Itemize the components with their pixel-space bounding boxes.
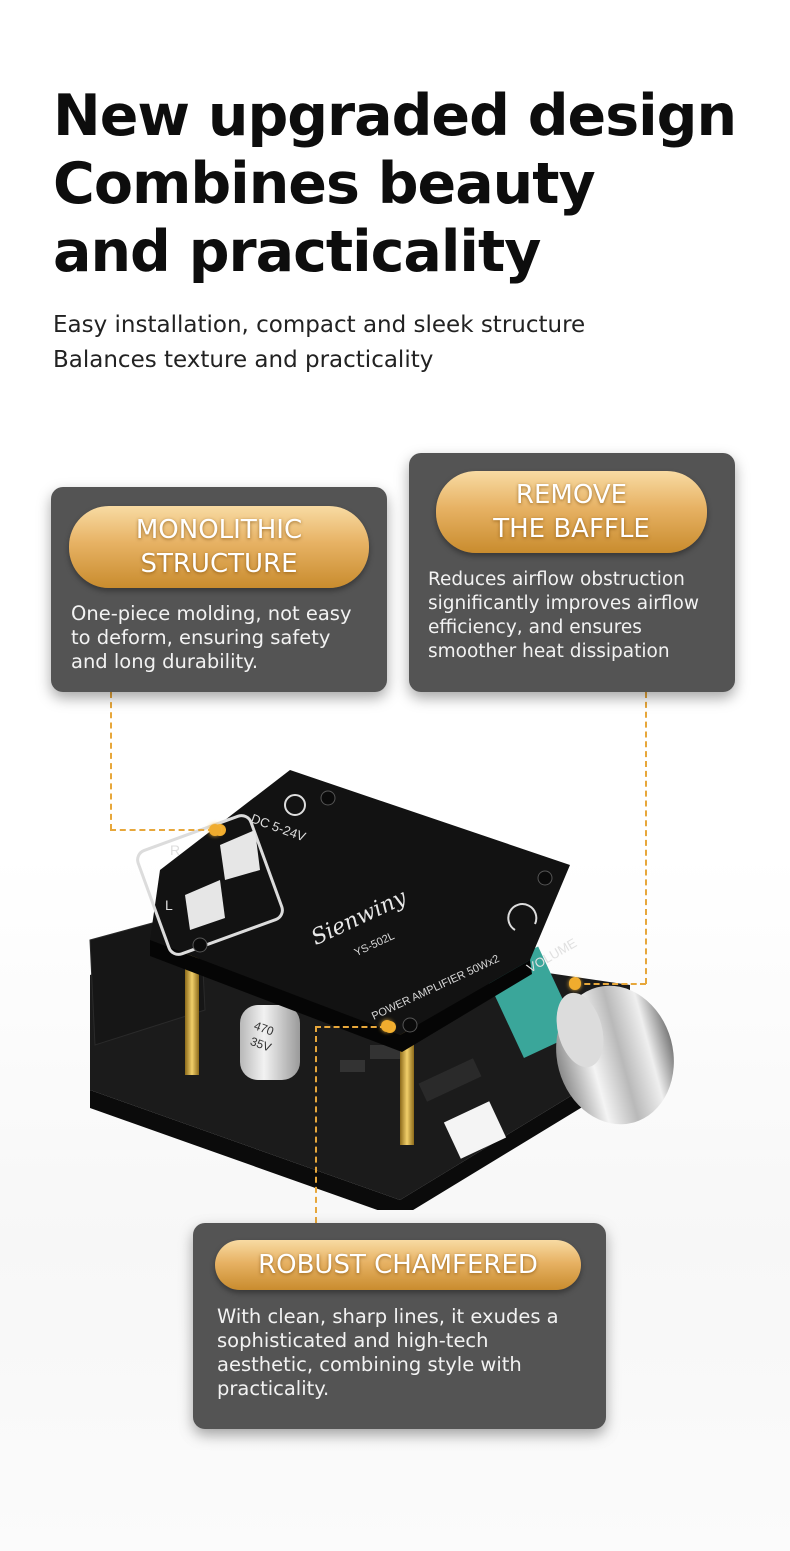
feature-desc-monolithic: One-piece molding, not easy to deform, e… (71, 602, 352, 674)
leader-line-chamfered (315, 1026, 317, 1223)
feature-card-monolithic: MONOLITHIC STRUCTURE One-piece molding, … (51, 487, 387, 692)
leader-line-monolithic-vertical (110, 692, 112, 830)
subtitle-line-1: Easy installation, compact and sleek str… (53, 312, 586, 338)
channel-r-label: R (170, 842, 180, 858)
feature-title-chamfered: ROBUST CHAMFERED (215, 1240, 581, 1290)
feature-desc-baffle-line1: Reduces airflow obstruction (428, 569, 685, 590)
headline-line-1: New upgraded design (53, 83, 737, 149)
headline-line-3: and practicality (53, 219, 541, 285)
feature-desc-chamfered-line2: sophisticated and high-tech (217, 1329, 489, 1352)
feature-desc-baffle-line2: significantly improves airflow (428, 593, 699, 614)
feature-desc-chamfered-line4: practicality. (217, 1377, 330, 1400)
leader-line-chamfered-top (315, 1026, 386, 1028)
feature-desc-baffle-line3: efficiency, and ensures (428, 617, 642, 638)
leader-line-monolithic-horizontal (110, 829, 214, 831)
capacitor-voltage-label: 35V (248, 1034, 273, 1054)
headline-line-2: Combines beauty (53, 151, 596, 217)
callout-dot-chamfered (381, 1020, 393, 1032)
feature-desc-chamfered-line1: With clean, sharp lines, it exudes a (217, 1305, 559, 1328)
channel-l-label: L (165, 897, 173, 913)
feature-title-monolithic-line1: MONOLITHIC (135, 515, 303, 545)
feature-title-baffle-line2: THE BAFFLE (493, 514, 650, 544)
leader-line-baffle-horizontal (575, 983, 646, 985)
feature-card-baffle: REMOVE THE BAFFLE Reduces airflow obstru… (409, 453, 735, 692)
feature-desc-baffle: Reduces airflow obstruction significantl… (428, 568, 699, 664)
subtitle: Easy installation, compact and sleek str… (53, 308, 753, 378)
feature-card-chamfered: ROBUST CHAMFERED With clean, sharp lines… (193, 1223, 606, 1429)
subtitle-line-2: Balances texture and practicality (53, 347, 434, 373)
feature-title-baffle-line1: REMOVE (515, 480, 628, 510)
feature-title-monolithic: MONOLITHIC STRUCTURE (69, 506, 369, 588)
capacitor-shape (240, 1005, 300, 1080)
leader-line-baffle-vertical (645, 692, 647, 984)
feature-desc-monolithic-line1: One-piece molding, not easy (71, 602, 352, 625)
feature-desc-chamfered-line3: aesthetic, combining style with (217, 1353, 522, 1376)
headline: New upgraded design Combines beauty and … (53, 82, 773, 286)
feature-title-monolithic-line2: STRUCTURE (140, 549, 298, 579)
callout-dot-monolithic (209, 824, 221, 836)
callout-dot-baffle (569, 978, 581, 990)
feature-title-baffle: REMOVE THE BAFFLE (436, 471, 707, 553)
capacitor-label: 470 (252, 1019, 276, 1039)
amplifier-board-image: 470 35V R L DC 5-24V Sienwiny YS-502L PO… (89, 770, 674, 1210)
feature-desc-chamfered: With clean, sharp lines, it exudes a sop… (217, 1305, 559, 1401)
feature-desc-baffle-line4: smoother heat dissipation (428, 641, 670, 662)
feature-title-chamfered-text: ROBUST CHAMFERED (258, 1250, 538, 1280)
feature-desc-monolithic-line2: to deform, ensuring safety (71, 626, 331, 649)
feature-desc-monolithic-line3: and long durability. (71, 650, 259, 673)
